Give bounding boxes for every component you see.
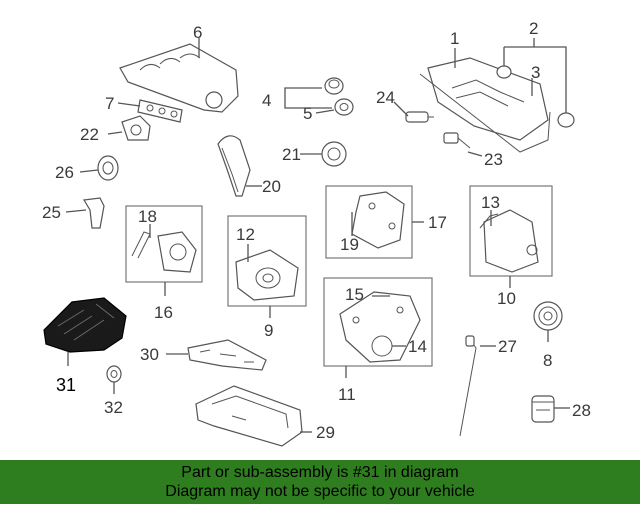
cam-pulley-part (321, 141, 347, 167)
crank-pulley-part (533, 301, 563, 331)
callout-8[interactable]: 8 (543, 351, 552, 370)
oil-cap-part (324, 77, 344, 95)
group-box-10 (469, 185, 553, 277)
intake-manifold-part (119, 43, 239, 113)
banner-line-2: Diagram may not be specific to your vehi… (165, 483, 475, 500)
callout-2[interactable]: 2 (529, 19, 538, 38)
callout-11[interactable]: 11 (338, 385, 356, 404)
throttle-body-part (121, 115, 151, 141)
callout-4[interactable]: 4 (262, 91, 271, 110)
callout-27[interactable]: 27 (498, 337, 517, 356)
callout-15[interactable]: 15 (345, 285, 364, 304)
callout-20[interactable]: 20 (262, 177, 281, 196)
sensor-bracket-part (83, 197, 105, 229)
valve-cover-seal-part (496, 65, 575, 128)
banner-line-1: Part or sub-assembly is #31 in diagram (181, 464, 459, 481)
bolt-part (443, 132, 471, 149)
callout-13[interactable]: 13 (481, 193, 500, 212)
callout-32[interactable]: 32 (104, 398, 123, 417)
callout-22[interactable]: 22 (80, 125, 99, 144)
callout-14[interactable]: 14 (408, 337, 427, 356)
callout-24[interactable]: 24 (376, 88, 395, 107)
engine-block-assembly-part[interactable] (43, 297, 127, 353)
oil-filter-part (531, 395, 555, 423)
callout-10[interactable]: 10 (497, 289, 516, 308)
vtc-sensor-part (405, 111, 434, 123)
callout-17[interactable]: 17 (428, 213, 447, 232)
callout-1[interactable]: 1 (450, 29, 459, 48)
group-box-16 (125, 205, 203, 283)
callout-9[interactable]: 9 (264, 321, 273, 340)
knock-sensor-part (106, 365, 122, 383)
exploded-parts-diagram: 6 7 22 26 25 4 5 21 (42, 19, 591, 447)
group-box-9 (227, 215, 307, 307)
callout-31[interactable]: 31 (56, 375, 76, 395)
callout-12[interactable]: 12 (236, 225, 255, 244)
callout-29[interactable]: 29 (316, 423, 335, 442)
timing-belt-part (217, 135, 251, 197)
info-banner: Part or sub-assembly is #31 in diagram D… (0, 460, 640, 504)
callout-23[interactable]: 23 (484, 150, 503, 169)
dipstick-part (459, 335, 477, 437)
intake-gasket-part (137, 99, 183, 123)
oil-cap-seal-part (334, 98, 354, 116)
oil-pan-part (195, 385, 303, 447)
pulley-part (97, 155, 119, 181)
valve-cover-part (419, 57, 551, 153)
callout-30[interactable]: 30 (140, 345, 159, 364)
callout-25[interactable]: 25 (42, 203, 61, 222)
timing-cover-upper-part (351, 191, 405, 249)
callout-28[interactable]: 28 (572, 401, 591, 420)
timing-cover-lower-part (339, 291, 421, 363)
callout-7[interactable]: 7 (105, 94, 114, 113)
callout-19[interactable]: 19 (340, 235, 359, 254)
callout-26[interactable]: 26 (55, 163, 74, 182)
timing-cover-rear-part (479, 209, 539, 273)
water-pump-part (131, 231, 197, 273)
oil-pump-part (235, 249, 299, 301)
callout-21[interactable]: 21 (282, 145, 301, 164)
callout-16[interactable]: 16 (154, 303, 173, 322)
oil-baffle-part (187, 339, 267, 371)
callout-3[interactable]: 3 (531, 63, 540, 82)
callout-5[interactable]: 5 (303, 104, 312, 123)
group-box-11 (323, 277, 433, 367)
callout-6[interactable]: 6 (193, 23, 202, 42)
callout-18[interactable]: 18 (138, 207, 157, 226)
